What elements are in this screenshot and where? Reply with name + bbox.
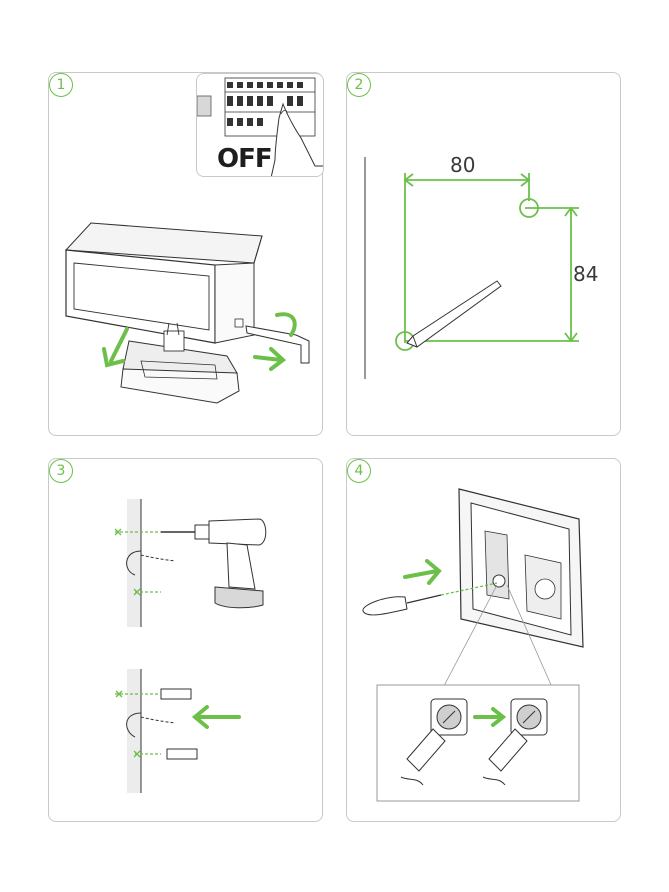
step-4-panel: 4 [346, 458, 621, 822]
breaker-inset: OFF [196, 73, 324, 177]
step-2-number: 2 [347, 73, 371, 97]
hole-measurement-diagram [364, 157, 579, 379]
off-label: OFF [217, 144, 273, 174]
circuit-breaker-illustration [197, 77, 323, 176]
step-4-number: 4 [347, 459, 371, 483]
step-1-number: 1 [49, 73, 73, 97]
step-3-panel: 3 [48, 458, 323, 822]
device-removal-illustration [64, 222, 310, 404]
drilling-illustration [114, 499, 267, 793]
step-1-panel: 1 OFF [48, 72, 324, 436]
step-2-panel: 2 80 84 [346, 72, 621, 436]
mounting-illustration [362, 488, 584, 802]
width-dimension-label: 80 [450, 153, 476, 177]
height-dimension-label: 84 [573, 262, 599, 286]
step-3-number: 3 [49, 459, 73, 483]
